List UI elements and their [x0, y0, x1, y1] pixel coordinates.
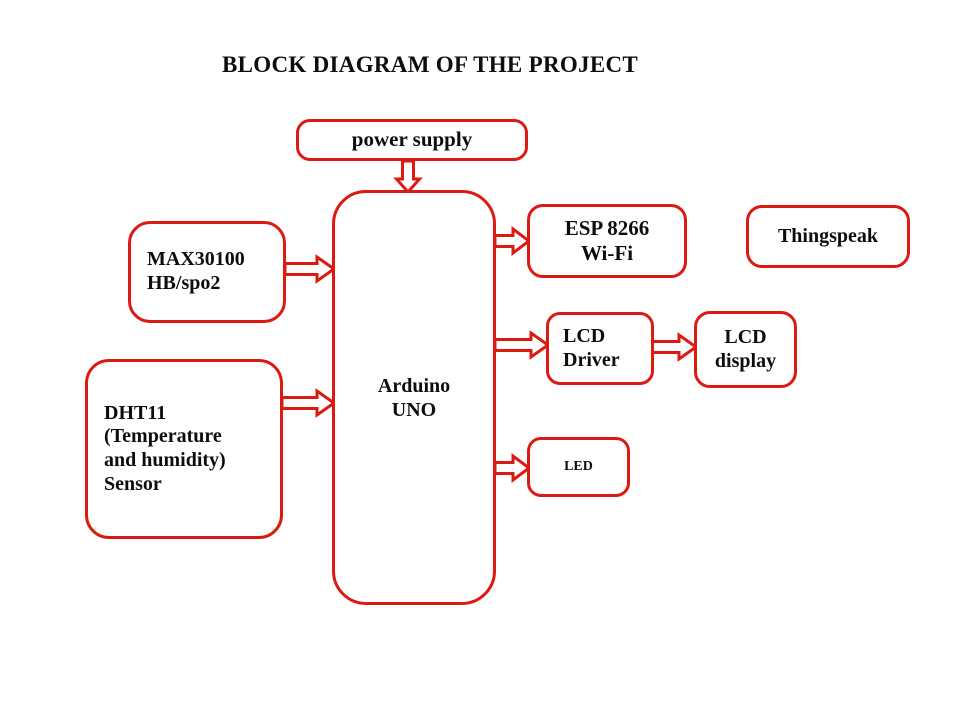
arrow-max30100-to-arduino: [283, 253, 337, 285]
arrow-arduino-to-esp8266: [493, 225, 532, 257]
node-max30100[interactable]: MAX30100 HB/spo2: [128, 221, 286, 323]
arrow-arduino-to-lcd-driver: [493, 329, 551, 361]
node-dht11-line-1: (Temperature: [104, 425, 222, 448]
node-led[interactable]: LED: [527, 437, 630, 497]
node-dht11[interactable]: DHT11 (Temperature and humidity) Sensor: [85, 359, 283, 539]
node-thingspeak[interactable]: Thingspeak: [746, 205, 910, 268]
node-dht11-line-3: Sensor: [104, 472, 162, 495]
node-thingspeak-line-0: Thingspeak: [777, 224, 879, 247]
node-esp8266-wifi[interactable]: ESP 8266 Wi-Fi: [527, 204, 687, 278]
node-power-supply[interactable]: power supply: [296, 119, 528, 161]
node-arduino-line-1: UNO: [391, 398, 437, 421]
node-lcd-driver-line-1: Driver: [563, 348, 620, 371]
arrow-power-supply-to-arduino: [392, 159, 424, 195]
node-power-supply-line-0: power supply: [351, 126, 473, 151]
arrow-lcd-driver-to-lcd-display: [650, 332, 699, 362]
arrow-dht11-to-arduino: [280, 387, 337, 419]
arrow-arduino-to-led: [493, 452, 532, 484]
node-lcd-display[interactable]: LCD display: [694, 311, 797, 388]
node-lcd-driver-line-0: LCD: [563, 324, 606, 347]
node-lcd-display-line-1: display: [714, 349, 777, 372]
node-max30100-line-0: MAX30100: [147, 248, 245, 271]
node-esp8266-line-0: ESP 8266: [564, 216, 650, 241]
node-max30100-line-1: HB/spo2: [147, 272, 221, 294]
node-esp8266-line-1: Wi-Fi: [580, 241, 634, 265]
node-arduino-uno[interactable]: Arduino UNO: [332, 190, 496, 605]
page-title: BLOCK DIAGRAM OF THE PROJECT: [222, 52, 639, 77]
node-lcd-driver[interactable]: LCD Driver: [546, 312, 654, 385]
node-lcd-display-line-0: LCD: [724, 325, 767, 348]
node-led-line-0: LED: [564, 458, 593, 474]
node-dht11-line-2: and humidity): [104, 449, 226, 471]
node-dht11-line-0: DHT11: [104, 401, 167, 424]
node-arduino-line-0: Arduino: [377, 375, 451, 397]
